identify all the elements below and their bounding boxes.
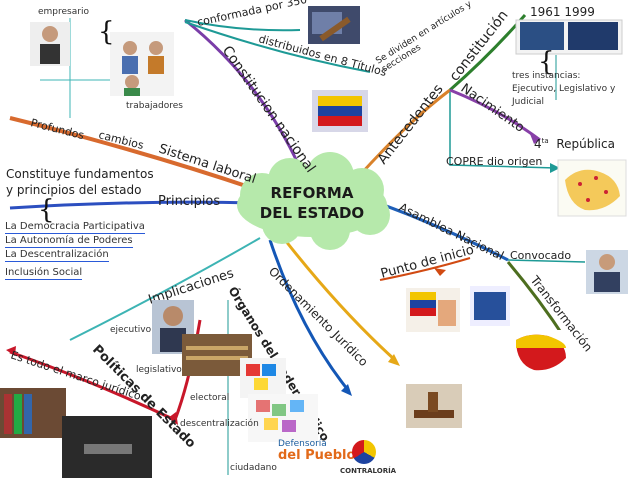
chavez-sash-picture: [586, 250, 628, 294]
republica-word: República: [556, 137, 615, 151]
label-descentralizacion: descentralización: [180, 419, 259, 429]
label-trabajadores: trabajadores: [126, 101, 183, 111]
label-principios: Principios: [158, 194, 220, 209]
label-electoral: electoral: [190, 393, 230, 403]
branch-implicaciones: [69, 237, 261, 341]
arrow-politicas: [168, 412, 178, 425]
businessman-picture: [30, 22, 70, 66]
brace-empresario: {: [98, 17, 115, 47]
principio-item-3: La Descentralización: [5, 249, 109, 262]
branch-conformada: [184, 19, 301, 32]
branch-organos: [268, 239, 350, 391]
hands-flag-picture: [406, 288, 460, 332]
label-years: 1961 1999: [530, 5, 595, 19]
gavel-dark-picture: [62, 416, 152, 478]
gavel-picture: [406, 384, 462, 428]
gavel-book-picture: [308, 6, 360, 44]
contraloria-logo: CONTRALORÍA: [340, 467, 397, 475]
branch-sistema-laboral: [9, 116, 259, 192]
label-antecedentes: Antecedentes: [375, 81, 447, 167]
label-copre: COPRE dio origen: [446, 155, 543, 168]
label-constitucion-nacional: Constitucion nacional: [219, 43, 319, 176]
central-title-line1: REFORMA: [270, 184, 354, 202]
arrow-organos: [341, 384, 352, 396]
label-legislativo: legislativo: [136, 365, 182, 375]
branch-antecedentes: [358, 88, 451, 177]
label-empresario: empresario: [38, 7, 89, 17]
brace-instancias: {: [538, 47, 555, 77]
defensoria-line1: Defensoría: [278, 439, 327, 449]
defensoria-logo: Defensoría del Pueblo: [278, 439, 356, 463]
branch-convocado: [507, 259, 586, 263]
central-cloud: [237, 152, 390, 250]
principio-item-2: La Autonomía de Poderes: [5, 235, 133, 248]
label-ejecutivo: ejecutivo: [110, 325, 152, 335]
principio-item-1: La Democracia Participativa: [5, 221, 145, 234]
label-y-principios: y principios del estado: [6, 183, 142, 197]
instancias-line2: Ejecutivo, Legislativo y: [512, 84, 616, 94]
branch-nacimiento: [449, 88, 541, 142]
central-title: REFORMA DEL ESTADO: [248, 184, 376, 223]
label-republica: 4ta República: [534, 137, 615, 151]
law-books-picture: [0, 388, 66, 438]
constitution-books-picture: [515, 19, 623, 55]
label-constitucion: constitución: [447, 7, 512, 84]
arrow-copre: [550, 163, 560, 173]
workers-picture: [110, 32, 174, 96]
brace-principios: {: [38, 195, 55, 225]
arrow-ordenamiento: [388, 354, 400, 366]
label-punto-inicio: Punto de inicio: [379, 243, 475, 282]
venezuela-map-picture: [557, 159, 627, 217]
label-convocado: Convocado: [510, 249, 572, 262]
instancias-line1: tres instancias:: [512, 71, 581, 81]
defensoria-line2: del Pueblo: [278, 448, 356, 463]
branch-marco: [9, 350, 176, 422]
venezuela-flag-map-picture: [512, 330, 570, 374]
instancias-line3: Judicial: [512, 97, 545, 107]
label-ciudadano: ciudadano: [230, 463, 277, 473]
legislative-chamber-picture: [182, 334, 252, 376]
decentralization-map-picture: [248, 394, 318, 442]
label-constituye: Constituye fundamentos: [6, 167, 154, 181]
label-profundos: Profundos: [29, 116, 85, 142]
branch-copre-connector: [449, 92, 557, 169]
branch-constitucion-nacional: [184, 18, 302, 169]
principio-item-4: Inclusión Social: [5, 267, 83, 280]
constitution-flag-picture: [470, 286, 510, 326]
label-se-dividen: Se dividen en artículos y: [374, 0, 474, 67]
electoral-ballot-picture: [240, 358, 286, 398]
constitution-book-flag-picture: [312, 90, 368, 132]
arrow-punto-inicio: [434, 268, 446, 276]
label-conformada: conformada por 350: [196, 0, 308, 29]
central-title-line2: DEL ESTADO: [259, 203, 365, 222]
contraloria-emblem-icon: [352, 440, 376, 464]
branch-distribuidos: [184, 21, 371, 73]
republica-superscript: ta: [541, 137, 549, 145]
branch-ordenamiento: [283, 239, 397, 362]
branch-principios: [9, 200, 256, 210]
republica-number: 4: [534, 137, 542, 151]
arrow-marco: [6, 346, 16, 356]
arrow-nacimiento: [530, 134, 540, 144]
branch-punto-inicio: [379, 257, 471, 281]
